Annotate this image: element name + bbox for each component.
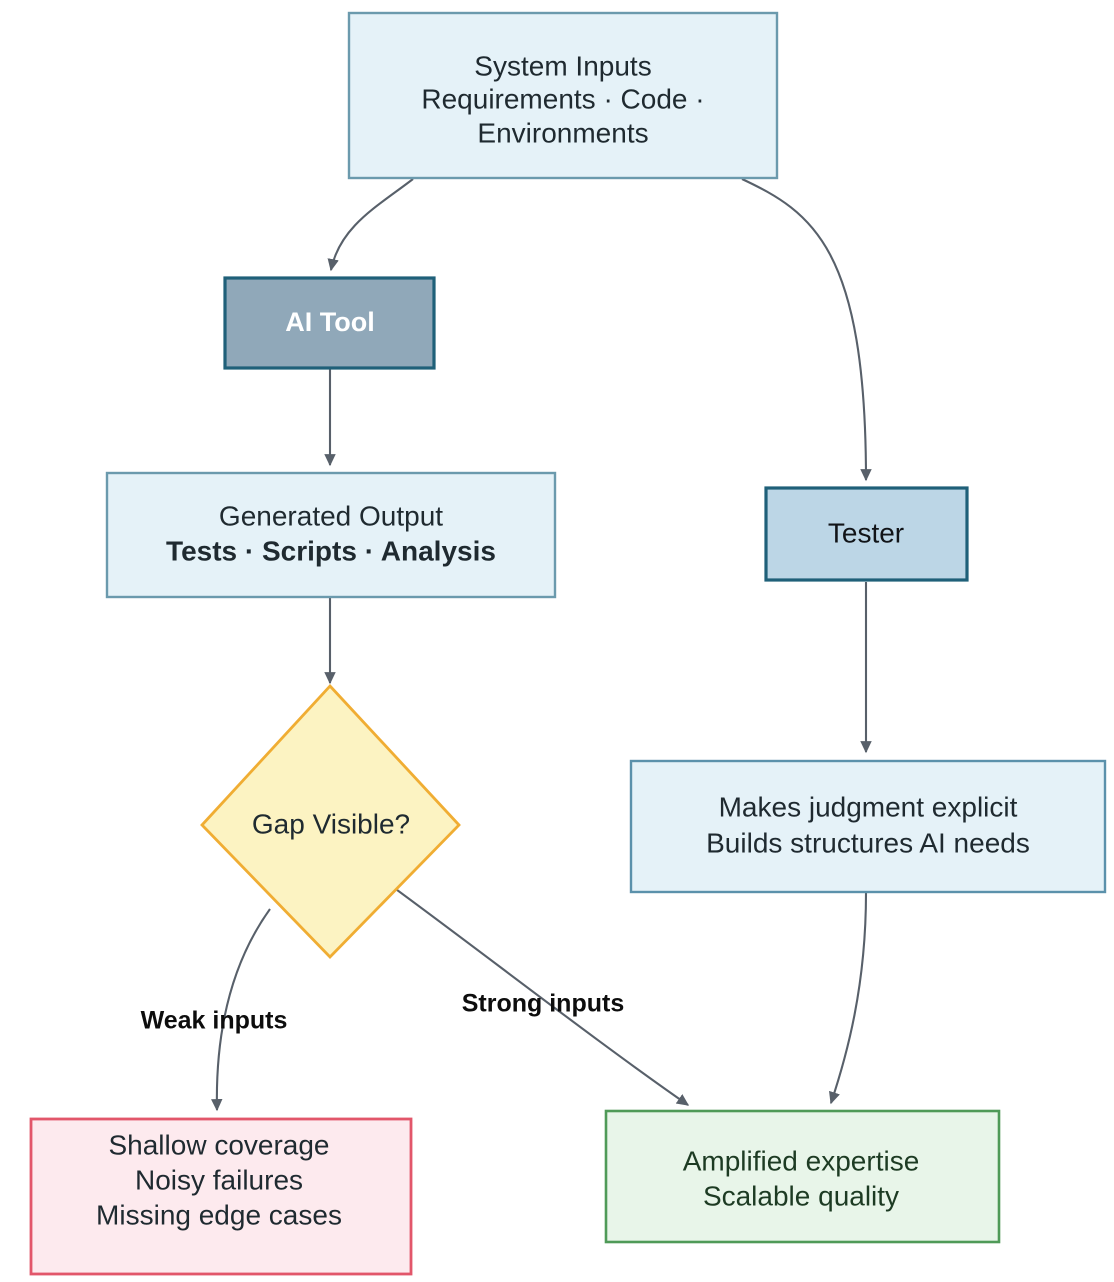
node-weak-outcome-line-3: Missing edge cases [96, 1199, 342, 1230]
node-tester-role-shape [629, 759, 1107, 894]
node-strong-outcome-shape [604, 1109, 1001, 1244]
node-weak-outcome-line-1: Shallow coverage [108, 1129, 329, 1160]
node-generated-output-shape [105, 471, 557, 599]
node-generated-output-line-1: Generated Output [219, 500, 443, 531]
node-system-inputs-line-2: Requirements · Code · [421, 83, 704, 114]
node-tester-role[interactable]: Makes judgment explicit Builds structure… [629, 759, 1107, 894]
node-tester-label: Tester [828, 517, 904, 548]
node-system-inputs-line-3: Environments [477, 117, 648, 148]
node-gap-visible-shape [200, 683, 461, 960]
node-tester-role-line-2: Builds structures AI needs [706, 827, 1030, 858]
node-system-inputs-shape [347, 11, 779, 180]
node-tester-role-line-1: Makes judgment explicit [719, 791, 1018, 822]
node-system-inputs[interactable]: System Inputs Requirements · Code · Envi… [347, 11, 779, 180]
edge-label-weak-inputs: Weak inputs [141, 1007, 288, 1035]
edge-gap-to-strong [392, 886, 690, 1106]
node-strong-outcome-line-2: Scalable quality [703, 1180, 899, 1211]
node-system-inputs-line-1: System Inputs [474, 50, 651, 81]
node-ai-tool-shape [223, 276, 436, 370]
node-gap-visible[interactable]: Gap Visible? [200, 683, 461, 960]
node-weak-outcome-line-2: Noisy failures [135, 1164, 303, 1195]
edge-label-strong-inputs: Strong inputs [462, 990, 624, 1018]
node-strong-outcome[interactable]: Amplified expertise Scalable quality [604, 1109, 1001, 1244]
edge-inputs-to-tester [741, 178, 872, 482]
node-ai-tool-label: AI Tool [285, 307, 374, 337]
node-strong-outcome-line-1: Amplified expertise [683, 1145, 920, 1176]
node-tester-shape [764, 486, 969, 582]
node-generated-output-line-2: Tests · Scripts · Analysis [166, 535, 496, 566]
node-weak-outcome-shape [29, 1117, 413, 1276]
edge-role-to-strong [829, 892, 868, 1105]
node-generated-output[interactable]: Generated Output Tests · Scripts · Analy… [105, 471, 557, 599]
node-weak-outcome[interactable]: Shallow coverage Noisy failures Missing … [29, 1117, 413, 1276]
edge-gap-to-weak [211, 908, 271, 1112]
node-ai-tool[interactable]: AI Tool [223, 276, 436, 370]
node-tester[interactable]: Tester [764, 486, 969, 582]
edge-inputs-to-ai-tool [327, 178, 414, 272]
edge-labels-layer: Weak inputs Strong inputs [141, 990, 625, 1035]
edges-layer [211, 178, 872, 1112]
node-gap-visible-label: Gap Visible? [252, 808, 410, 839]
